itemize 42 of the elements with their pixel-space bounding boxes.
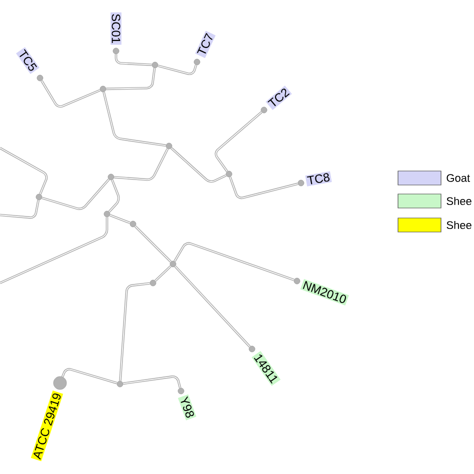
tree-branch [134, 225, 172, 263]
branch-node [116, 380, 124, 388]
leaf-label: SC01 [110, 12, 122, 45]
tree-branch [0, 147, 48, 194]
branch-node [150, 280, 156, 286]
tree-branch [154, 265, 172, 282]
tree-branch [114, 54, 152, 66]
tree-branch [106, 68, 156, 90]
tree-branch [110, 214, 130, 224]
tree-branch [0, 200, 40, 219]
leaf-label: ATCC 29419 [30, 390, 64, 462]
branch-node [100, 86, 106, 92]
leaf-label: Y98 [178, 394, 196, 420]
legend-text: Goat [446, 174, 470, 182]
tree-branch [61, 368, 118, 384]
leaf-label: TC2 [266, 86, 292, 110]
branch-node [152, 62, 158, 68]
tree-branch [0, 216, 108, 284]
tree-branch [119, 282, 150, 382]
tree-branch [40, 80, 100, 108]
branch-node [226, 170, 232, 178]
legend-text: Shee [446, 220, 472, 230]
tree-branch [122, 376, 182, 388]
tree-branch [108, 180, 120, 212]
tree-branch [158, 64, 198, 76]
branch-node [36, 194, 42, 200]
branch-node [130, 220, 136, 228]
tree-branch [114, 148, 169, 181]
tree-branch [174, 266, 251, 348]
branch-node [166, 142, 172, 150]
tree-branch [174, 242, 294, 282]
leaf-label: TC8 [305, 171, 332, 186]
leaf-label: TC7 [195, 30, 216, 58]
tree-branch [102, 92, 166, 147]
tree-branch [229, 176, 298, 200]
branch-node [170, 260, 176, 268]
tree-branch [214, 111, 262, 172]
tree-branch [170, 147, 227, 183]
branch-node [104, 210, 110, 218]
branch-node [108, 174, 114, 180]
legend-text: Shee [446, 196, 472, 206]
tree-branch [42, 178, 110, 210]
